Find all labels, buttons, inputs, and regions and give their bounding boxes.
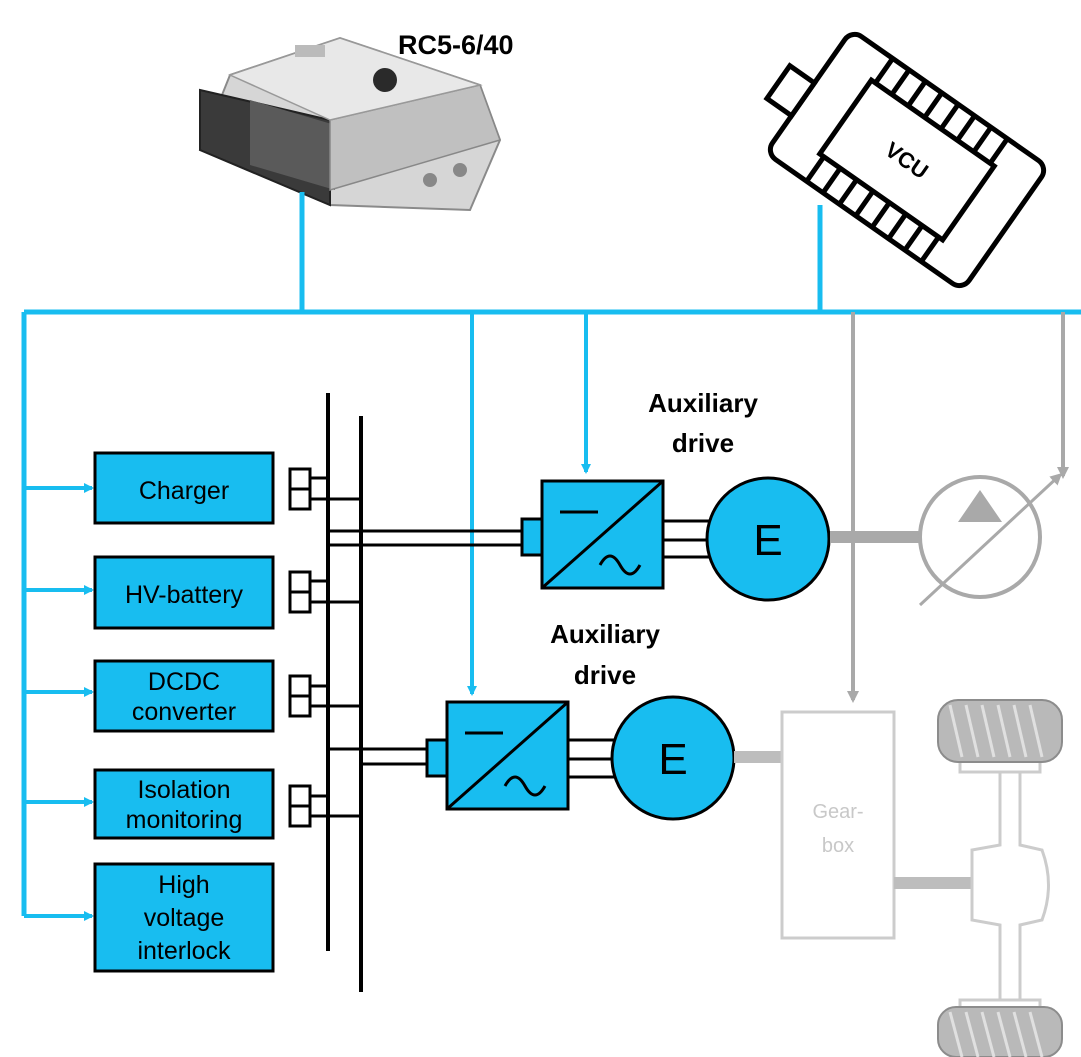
- inverter-motor-link-upper: [663, 519, 709, 559]
- component-box-isolation-monitoring: Isolation monitoring: [93, 768, 275, 840]
- component-label: HV-battery: [125, 581, 244, 609]
- bus-arrows: [24, 312, 591, 921]
- tractor-wheel-bottom: [937, 1006, 1063, 1057]
- gearbox-box: Gear- box: [734, 710, 972, 940]
- component-label: converter: [132, 698, 236, 726]
- gearbox-label: box: [822, 835, 854, 857]
- drive-label-lower: drive: [574, 660, 636, 690]
- component-label: voltage: [144, 904, 225, 932]
- drive-label-lower: Auxiliary: [550, 619, 660, 649]
- component-label: Charger: [139, 477, 229, 505]
- inverter-motor-link-lower: [568, 738, 614, 779]
- motor-label: E: [658, 735, 687, 784]
- component-box-charger: Charger: [93, 451, 275, 525]
- motor-lower: E: [610, 695, 736, 821]
- component-label: Isolation: [137, 776, 230, 804]
- motor-upper: E: [705, 476, 831, 602]
- component-box-hv-interlock: High voltage interlock: [93, 862, 275, 973]
- component-label: DCDC: [148, 668, 220, 696]
- ecu-title: RC5-6/40: [398, 30, 514, 60]
- motor-label: E: [753, 516, 782, 565]
- component-box-dcdc-converter: DCDC converter: [93, 659, 275, 733]
- axle-drawing: [958, 758, 1050, 1014]
- component-label: monitoring: [126, 806, 243, 834]
- inverter-feed-lines: [328, 529, 523, 766]
- component-box-hv-battery: HV-battery: [93, 555, 275, 630]
- gearbox-label: Gear-: [812, 801, 863, 823]
- grey-control-lines: [847, 312, 1069, 703]
- hv-rails: [326, 393, 363, 992]
- box-connectors: [288, 467, 361, 828]
- drive-label-upper: drive: [672, 428, 734, 458]
- inverter-upper: [520, 479, 665, 590]
- tractor-wheel-top: [937, 699, 1063, 763]
- communication-bus: [21, 192, 1081, 916]
- ecu-device-image: [198, 36, 502, 212]
- hydraulic-pump-icon: [830, 472, 1063, 607]
- component-label: interlock: [137, 937, 231, 965]
- inverter-lower: [425, 700, 570, 811]
- component-label: High: [158, 871, 209, 899]
- drive-label-upper: Auxiliary: [648, 388, 758, 418]
- vcu-icon: VCU: [763, 31, 1047, 289]
